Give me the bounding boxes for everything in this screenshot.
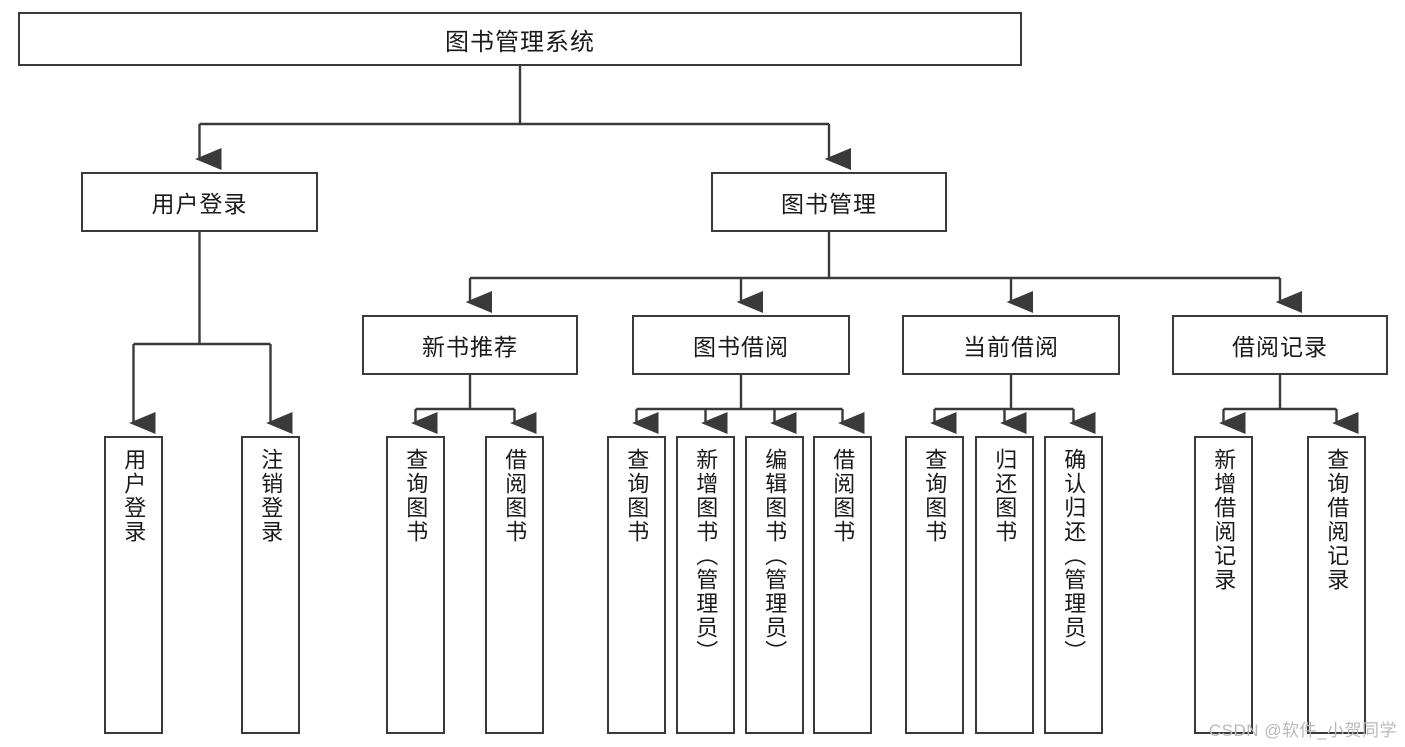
node-label: 图书借阅 [693, 334, 789, 360]
node-label: 查询图书 [624, 448, 650, 544]
node-label: 注销登录 [258, 448, 284, 544]
node-label: 归还图书 [992, 448, 1018, 544]
node-l3[interactable]: 查询图书 [386, 436, 445, 734]
node-label: 借阅记录 [1232, 334, 1328, 360]
node-label: 新增借阅记录 [1211, 448, 1237, 592]
node-l8[interactable]: 借阅图书 [813, 436, 872, 734]
node-l5[interactable]: 查询图书 [607, 436, 666, 734]
node-l4[interactable]: 借阅图书 [485, 436, 544, 734]
node-label: 借阅图书 [502, 448, 528, 544]
node-label: 当前借阅 [963, 334, 1059, 360]
node-current[interactable]: 当前借阅 [902, 315, 1120, 375]
node-label: 图书管理系统 [445, 28, 595, 56]
node-l7[interactable]: 编辑图书（管理员） [745, 436, 804, 734]
node-label: 查询图书 [403, 448, 429, 544]
node-label: 图书管理 [781, 191, 877, 217]
node-l1[interactable]: 用户登录 [104, 436, 163, 734]
node-label: 确认归还（管理员） [1061, 448, 1087, 664]
node-borrow[interactable]: 图书借阅 [632, 315, 850, 375]
node-l9[interactable]: 查询图书 [905, 436, 964, 734]
node-label: 编辑图书（管理员） [762, 448, 788, 664]
node-l13[interactable]: 查询借阅记录 [1307, 436, 1366, 734]
node-label: 查询借阅记录 [1324, 448, 1350, 592]
node-newbooks[interactable]: 新书推荐 [362, 315, 578, 375]
node-label: 新增图书（管理员） [693, 448, 719, 664]
node-label: 用户登录 [121, 448, 147, 544]
node-l12[interactable]: 新增借阅记录 [1194, 436, 1253, 734]
node-label: 查询图书 [922, 448, 948, 544]
node-root[interactable]: 图书管理系统 [18, 12, 1022, 66]
node-bookmgmt[interactable]: 图书管理 [711, 172, 947, 232]
node-records[interactable]: 借阅记录 [1172, 315, 1388, 375]
node-login[interactable]: 用户登录 [81, 172, 318, 232]
node-label: 借阅图书 [830, 448, 856, 544]
node-l2[interactable]: 注销登录 [241, 436, 300, 734]
node-l11[interactable]: 确认归还（管理员） [1044, 436, 1103, 734]
node-label: 用户登录 [151, 191, 248, 217]
node-label: 新书推荐 [422, 334, 518, 360]
node-l10[interactable]: 归还图书 [975, 436, 1034, 734]
node-l6[interactable]: 新增图书（管理员） [676, 436, 735, 734]
